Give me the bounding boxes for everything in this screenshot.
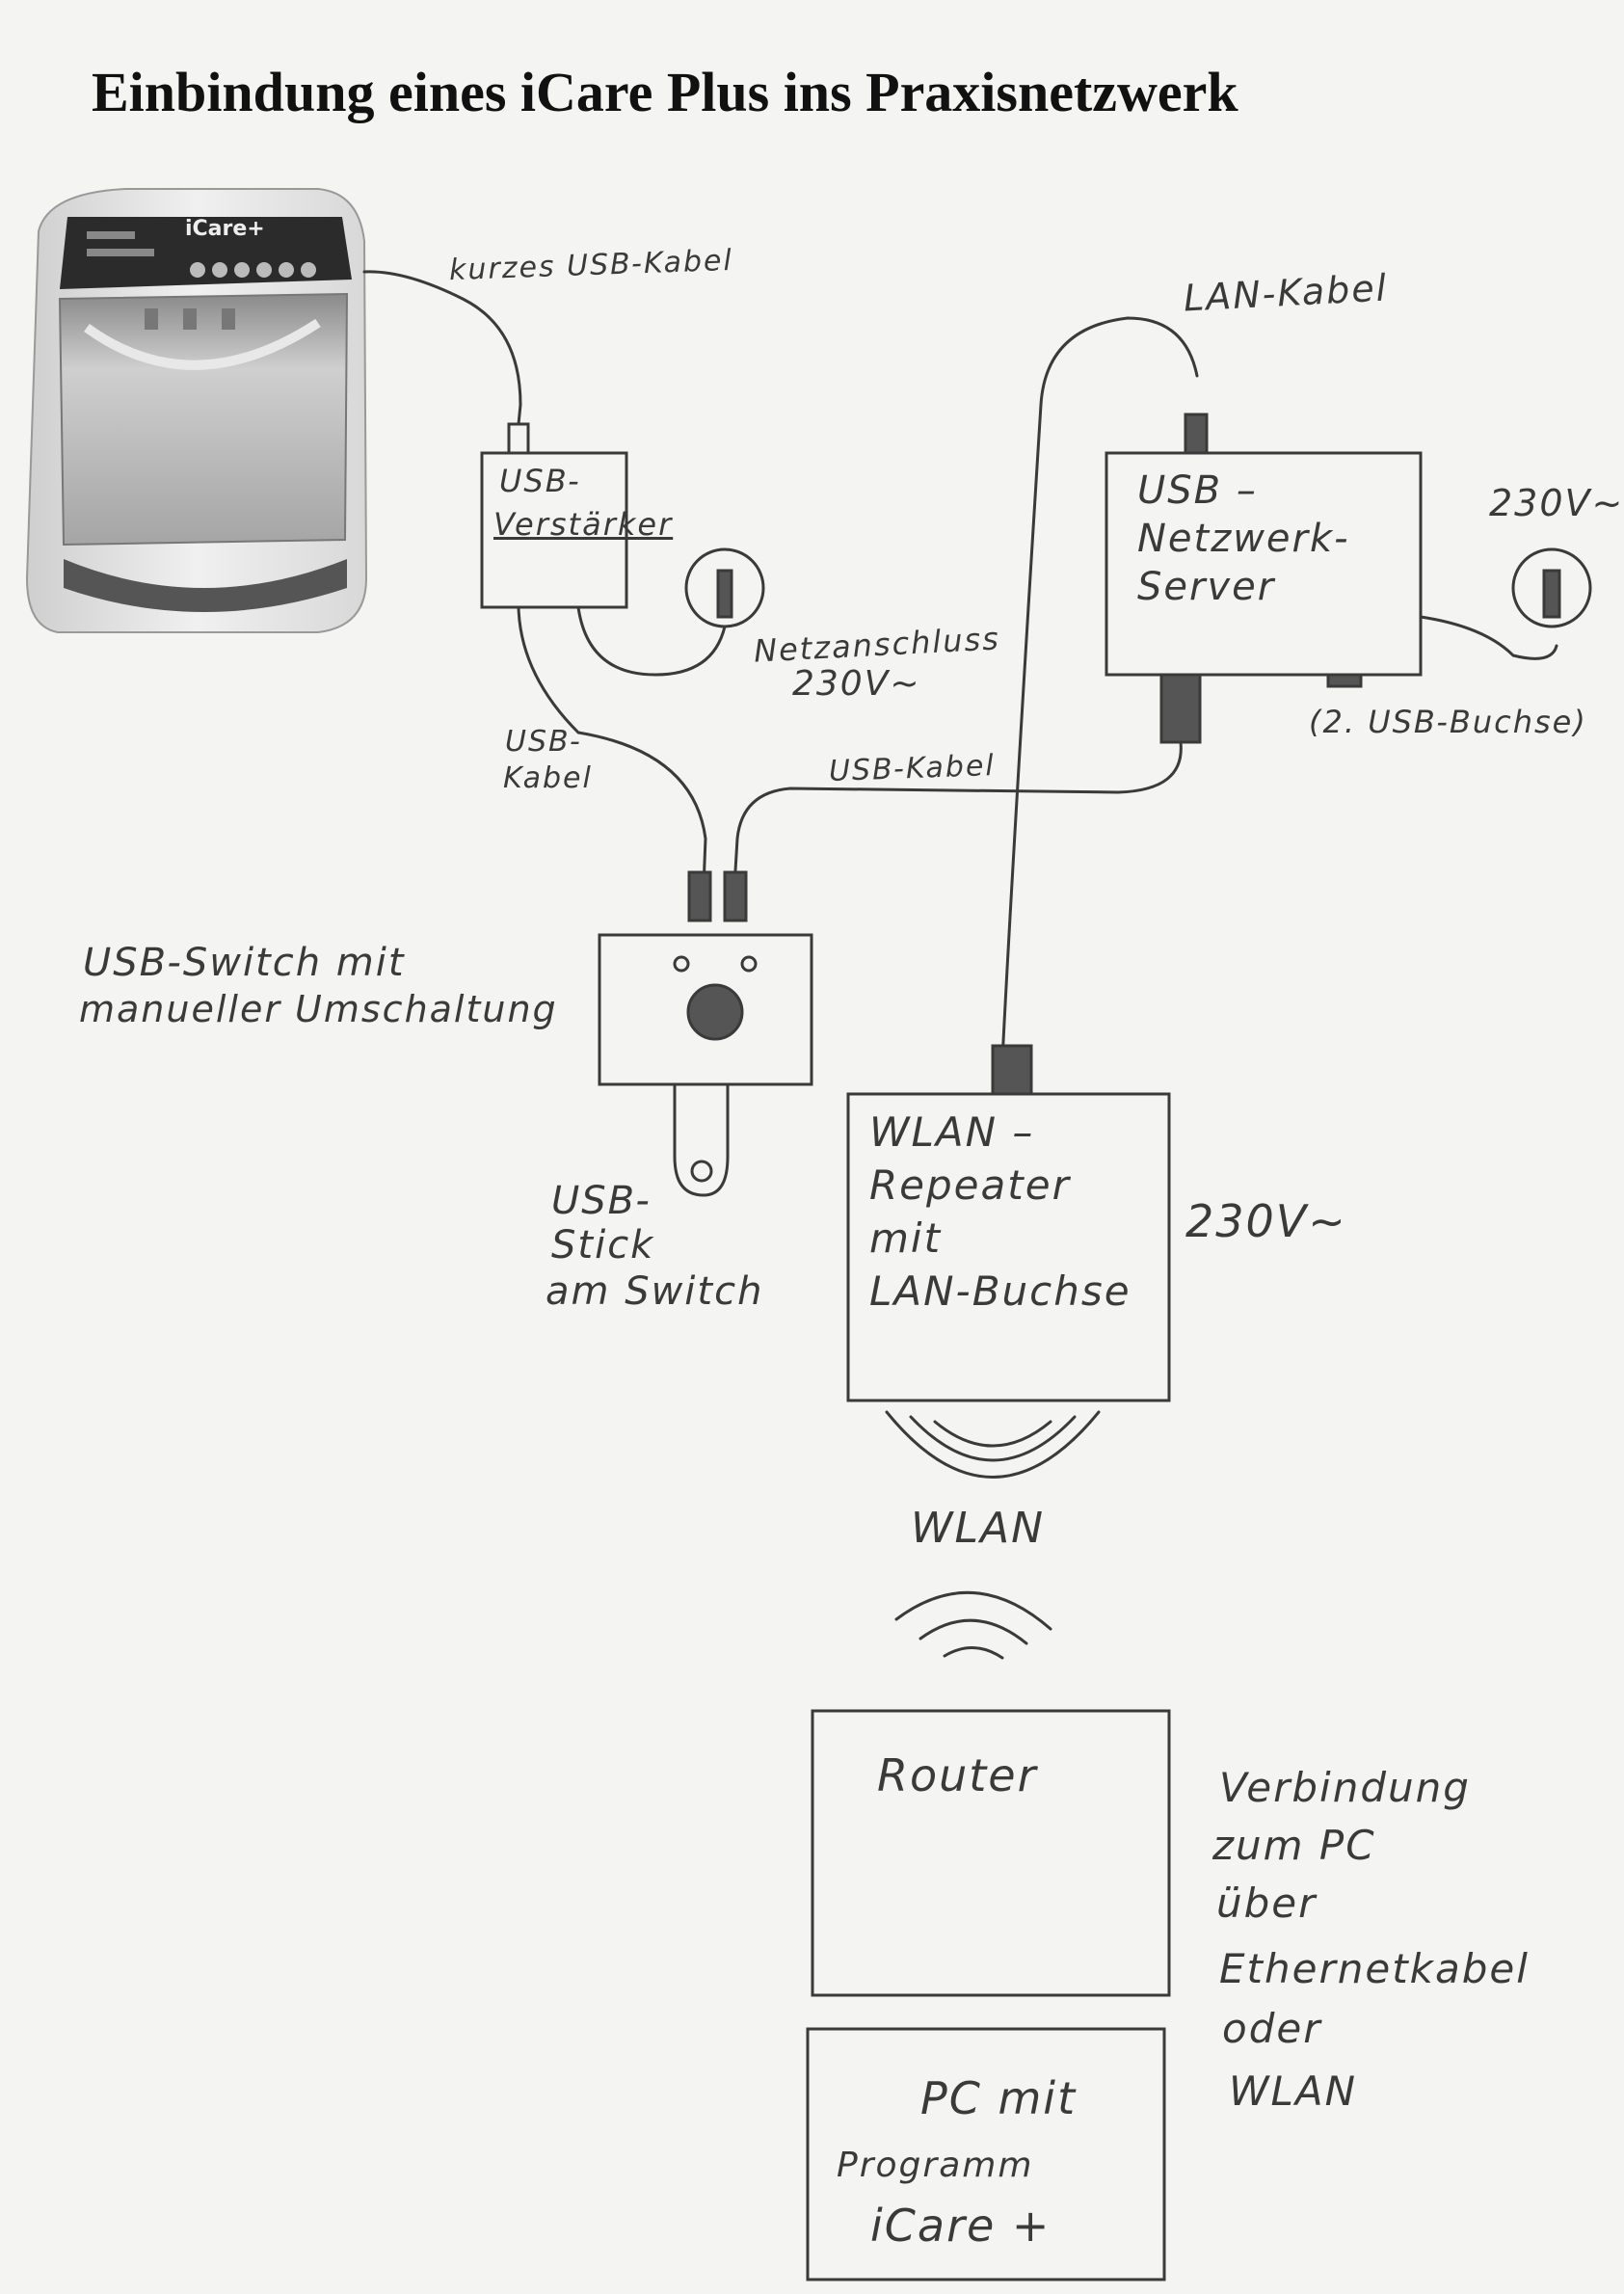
label-usb-cable-left-line1: USB-	[505, 725, 582, 759]
usb-stick	[673, 1082, 730, 1197]
switch-usb-plug-left	[687, 870, 712, 922]
label-usb-amplifier-line1: USB-	[499, 463, 581, 499]
switch-led-1	[673, 955, 690, 973]
switch-button	[686, 983, 744, 1041]
label-usb-stick-line2: Stick	[551, 1223, 655, 1267]
label-usb-stick-line3: am Switch	[546, 1269, 764, 1314]
label-repeater-line2: Repeater	[869, 1161, 1071, 1209]
label-pc-line2: Programm	[837, 2146, 1034, 2185]
page-title: Einbindung eines iCare Plus ins Praxisne…	[92, 61, 1238, 123]
label-server-line2: Netzwerk-	[1137, 517, 1350, 561]
server-power-cable	[1419, 615, 1558, 660]
label-usb-cable-left-line2: Kabel	[503, 761, 593, 795]
switch-usb-plug-right	[723, 870, 748, 922]
label-usb-switch-line1: USB-Switch mit	[83, 941, 406, 985]
switch-led-2	[740, 955, 758, 973]
label-usb-stick-line1: USB-	[551, 1179, 652, 1223]
label-repeater-power: 230V~	[1185, 1195, 1347, 1247]
label-usb-amplifier-line2: Verstärker	[493, 506, 674, 543]
label-pc-connection-line2: zum PC	[1212, 1822, 1376, 1869]
label-server-line3: Server	[1137, 565, 1276, 609]
usb-amplifier-box	[480, 451, 628, 609]
short-usb-cable-line	[362, 270, 522, 426]
label-pc-connection-line5: oder	[1222, 2005, 1322, 2052]
label-usb-switch-line2: manueller Umschaltung	[79, 988, 558, 1030]
server-usb-port	[1159, 673, 1202, 744]
label-server-power: 230V~	[1489, 482, 1624, 524]
second-usb-port	[1326, 673, 1363, 688]
label-pc-connection-line4: Ethernetkabel	[1219, 1945, 1530, 1992]
usb-cable-plug-top	[507, 422, 530, 455]
wlan-waves-top	[885, 1410, 1101, 1479]
usb-amplifier-power-cable	[576, 605, 727, 677]
usb-cable-right-line	[732, 740, 1183, 889]
label-second-usb-port: (2. USB-Buchse)	[1309, 704, 1587, 740]
wlan-waves-bottom	[894, 1590, 1052, 1660]
usb-network-server-box	[1105, 451, 1423, 677]
wlan-repeater-box	[846, 1092, 1171, 1402]
label-usb-cable-right: USB-Kabel	[828, 748, 997, 789]
label-pc-line3: iCare +	[870, 2200, 1052, 2252]
lan-cable-line	[1000, 316, 1199, 1062]
label-server-line1: USB –	[1137, 468, 1258, 513]
router-box	[811, 1709, 1171, 1997]
lan-plug-top	[1184, 413, 1209, 455]
label-router: Router	[877, 1749, 1038, 1801]
label-power-connection-line2: 230V~	[792, 664, 921, 704]
device-brand-label: iCare+	[185, 217, 265, 241]
label-wlan: WLAN	[911, 1504, 1046, 1553]
label-pc-connection-line1: Verbindung	[1219, 1764, 1471, 1811]
label-pc-connection-line6: WLAN	[1229, 2067, 1358, 2115]
usb-cable-left-line	[517, 605, 707, 889]
repeater-lan-plug	[991, 1044, 1033, 1096]
pc-box	[806, 2027, 1166, 2281]
label-repeater-line1: WLAN –	[869, 1108, 1035, 1156]
usb-switch-box	[598, 933, 813, 1086]
power-socket-left	[684, 547, 765, 628]
label-repeater-line4: LAN-Buchse	[869, 1267, 1131, 1315]
power-socket-right	[1511, 547, 1592, 628]
label-pc-line1: PC mit	[920, 2072, 1078, 2124]
label-pc-connection-line3: über	[1216, 1880, 1318, 1927]
label-repeater-line3: mit	[869, 1214, 943, 1262]
